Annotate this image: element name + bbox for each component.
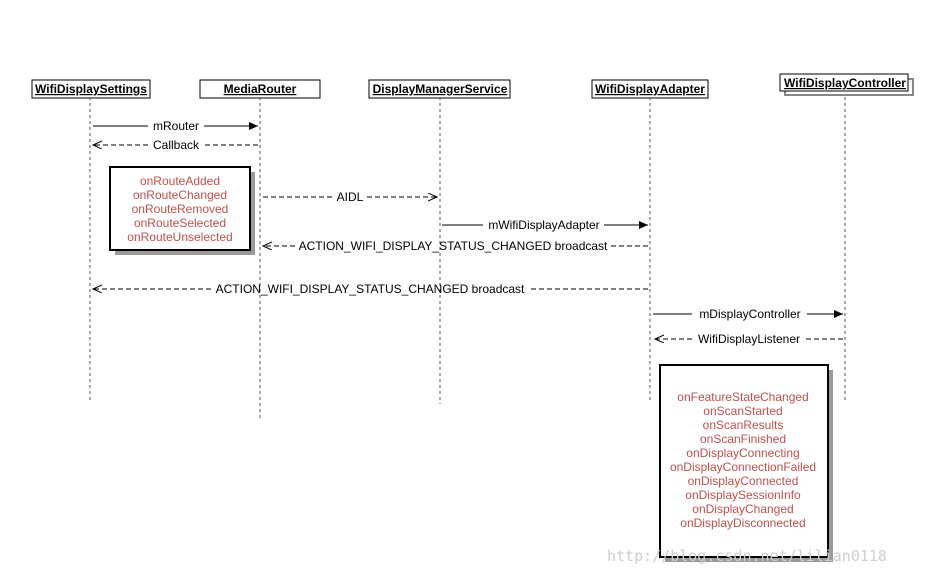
router-callback-item: onRouteChanged [133,188,227,202]
listener-callback-item: onDisplayConnectionFailed [670,460,816,474]
message-wifidisplaylistener-label: WifiDisplayListener [698,332,800,346]
message-wifidisplaylistener: WifiDisplayListener [655,332,843,346]
message-callback: Callback [93,138,258,152]
lifelines [89,91,846,418]
message-broadcast-router-label: ACTION_WIFI_DISPLAY_STATUS_CHANGED broad… [299,239,608,253]
message-aidl-label: AIDL [337,190,364,204]
router-callback-item: onRouteSelected [134,216,226,230]
listener-callback-item: onDisplayConnecting [686,446,799,460]
listener-callback-item: onFeatureStateChanged [677,390,808,404]
participant-settings-label: WifiDisplaySettings [35,82,147,96]
listener-callback-item: onDisplayDisconnected [680,516,805,530]
watermark-url: http://blog.csdn.net/lilian0118 [607,547,887,565]
message-callback-label: Callback [153,138,200,152]
participant-dms: DisplayManagerService [368,79,511,99]
message-mdisplaycontroller: mDisplayController [653,307,843,321]
message-mrouter-label: mRouter [153,119,199,133]
message-broadcast-settings-label: ACTION_WIFI_DISPLAY_STATUS_CHANGED broad… [216,282,525,296]
message-aidl: AIDL [263,190,437,204]
router-callback-item: onRouteUnselected [127,230,232,244]
participant-adapter: WifiDisplayAdapter [591,79,709,99]
listener-callback-item: onDisplayChanged [692,502,793,516]
listener-callback-item: onScanStarted [703,404,782,418]
participant-router: MediaRouter [199,79,321,99]
message-mrouter: mRouter [93,119,258,133]
listener-callback-item: onScanFinished [700,432,786,446]
router-callbacks-note: onRouteAdded onRouteChanged onRouteRemov… [109,166,255,255]
message-mdisplaycontroller-label: mDisplayController [699,307,800,321]
listener-callback-item: onDisplaySessionInfo [685,488,801,502]
participant-dms-label: DisplayManagerService [373,82,508,96]
participant-router-label: MediaRouter [224,82,297,96]
message-mwifidisplayadapter: mWifiDisplayAdapter [442,218,648,232]
router-callback-item: onRouteRemoved [132,202,229,216]
participant-controller-label: WifiDisplayController [784,76,906,90]
message-broadcast-settings: ACTION_WIFI_DISPLAY_STATUS_CHANGED broad… [93,282,648,296]
listener-callback-item: onScanResults [703,418,784,432]
message-mwifidisplayadapter-label: mWifiDisplayAdapter [488,218,599,232]
participant-adapter-label: WifiDisplayAdapter [595,82,705,96]
listener-callback-item: onDisplayConnected [688,474,799,488]
router-callback-item: onRouteAdded [140,174,220,188]
participant-controller: WifiDisplayController [779,73,914,96]
participant-settings: WifiDisplaySettings [31,79,151,99]
listener-callbacks-note: onFeatureStateChanged onScanStarted onSc… [659,364,833,562]
message-broadcast-router: ACTION_WIFI_DISPLAY_STATUS_CHANGED broad… [263,239,648,253]
